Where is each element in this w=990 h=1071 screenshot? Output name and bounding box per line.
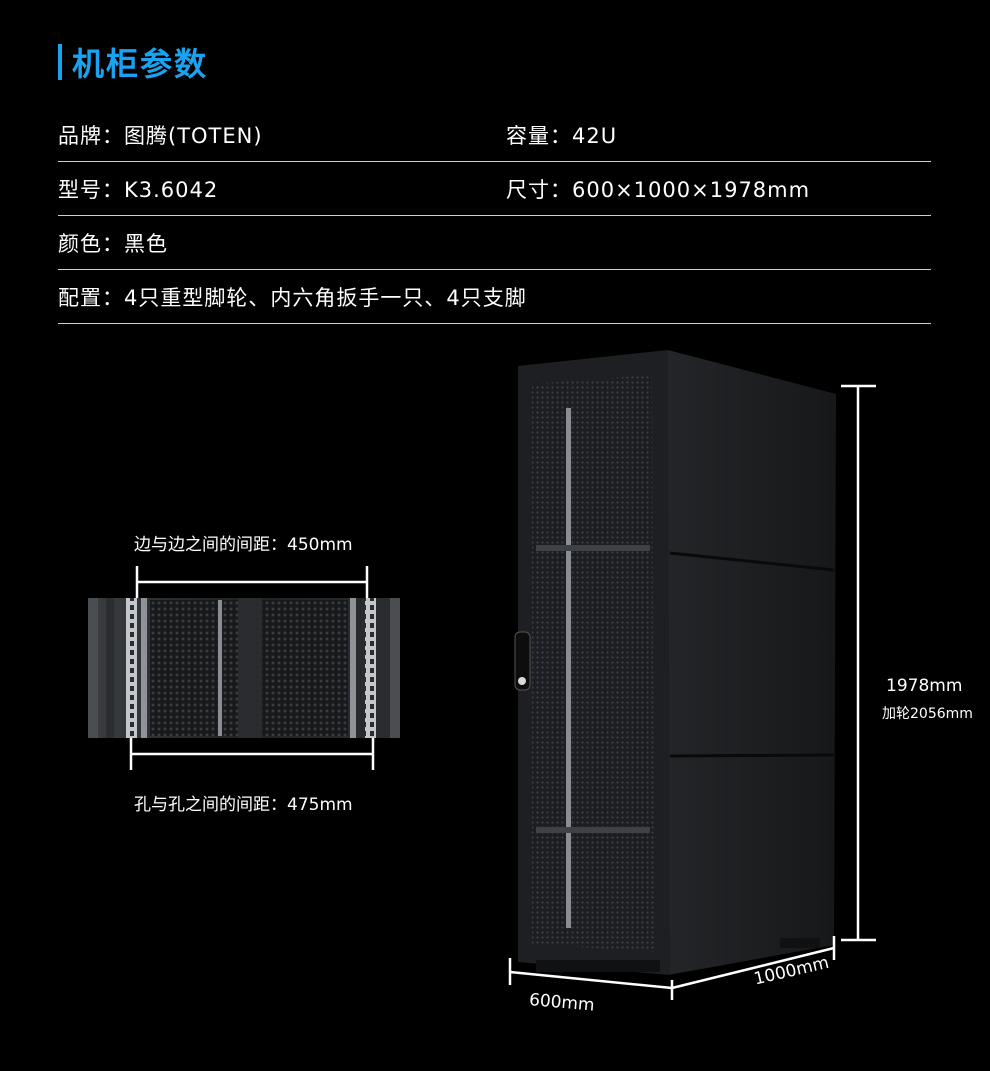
spec-row-brand: 品牌：图腾(TOTEN) 容量：42U [58,108,931,162]
section-title: 机柜参数 [58,40,208,84]
width-dimension-line [508,958,674,1000]
hole-distance-label: 孔与孔之间的间距：475mm [134,795,353,815]
server-cabinet-illustration [514,350,836,975]
depth-dimension-line [671,936,836,990]
mounting-rail-illustration [88,598,400,738]
diagram-svg [88,350,876,1000]
spec-size: 尺寸：600×1000×1978mm [506,177,811,202]
spec-row-color: 颜色：黑色 [58,216,931,270]
height-label: 1978mm [886,676,963,696]
edge-dimension-line [135,566,369,598]
section-title-text: 机柜参数 [72,45,209,83]
edge-distance-label: 边与边之间的间距：450mm [134,535,353,555]
hole-dimension-line [129,738,375,770]
dimension-diagram: 边与边之间的间距：450mm 孔与孔之间的间距：475mm 1978mm 加轮2… [0,330,990,1071]
spec-color: 颜色：黑色 [58,231,168,256]
spec-row-config: 配置：4只重型脚轮、内六角扳手一只、4只支脚 [58,270,931,324]
spec-model: 型号：K3.6042 [58,177,219,202]
height-with-wheels-label: 加轮2056mm [882,706,973,722]
spec-row-model: 型号：K3.6042 尺寸：600×1000×1978mm [58,162,931,216]
spec-brand: 品牌：图腾(TOTEN) [58,123,263,148]
spec-config: 配置：4只重型脚轮、内六角扳手一只、4只支脚 [58,285,527,310]
title-accent-bar [58,44,62,80]
spec-capacity: 容量：42U [506,123,618,148]
spec-table: 品牌：图腾(TOTEN) 容量：42U 型号：K3.6042 尺寸：600×10… [58,108,931,324]
height-dimension-line [841,384,876,942]
